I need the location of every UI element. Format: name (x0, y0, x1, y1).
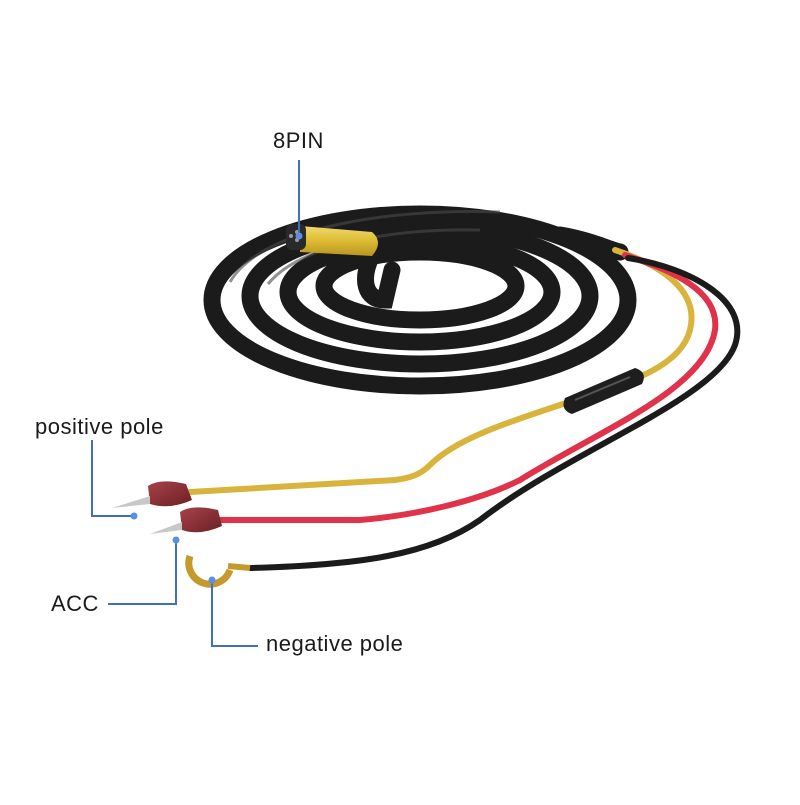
wires (187, 247, 741, 571)
inline-fuse-holder-icon (563, 368, 644, 414)
cable-loop-core (315, 243, 525, 329)
pointer-positive (91, 440, 134, 517)
red-wire (217, 252, 719, 523)
cable-loop-middle (241, 219, 599, 373)
positive-terminal (112, 481, 192, 508)
cable-loop-inner (279, 233, 561, 351)
cable-exit (551, 226, 629, 261)
pointer-dots (130, 232, 303, 584)
ring-terminal-icon (185, 554, 251, 588)
cable-tail (357, 246, 401, 309)
pointer-negative (211, 580, 258, 647)
acc-terminal (150, 507, 222, 534)
label-negative-pole: negative pole (266, 631, 404, 656)
pointer-acc (108, 540, 177, 605)
label-8pin: 8PIN (273, 128, 324, 153)
pointer-lines (91, 160, 300, 647)
black-wire (247, 255, 741, 571)
label-positive-pole: positive pole (35, 414, 164, 439)
coiled-cable (203, 205, 637, 395)
label-acc: ACC (51, 591, 99, 616)
